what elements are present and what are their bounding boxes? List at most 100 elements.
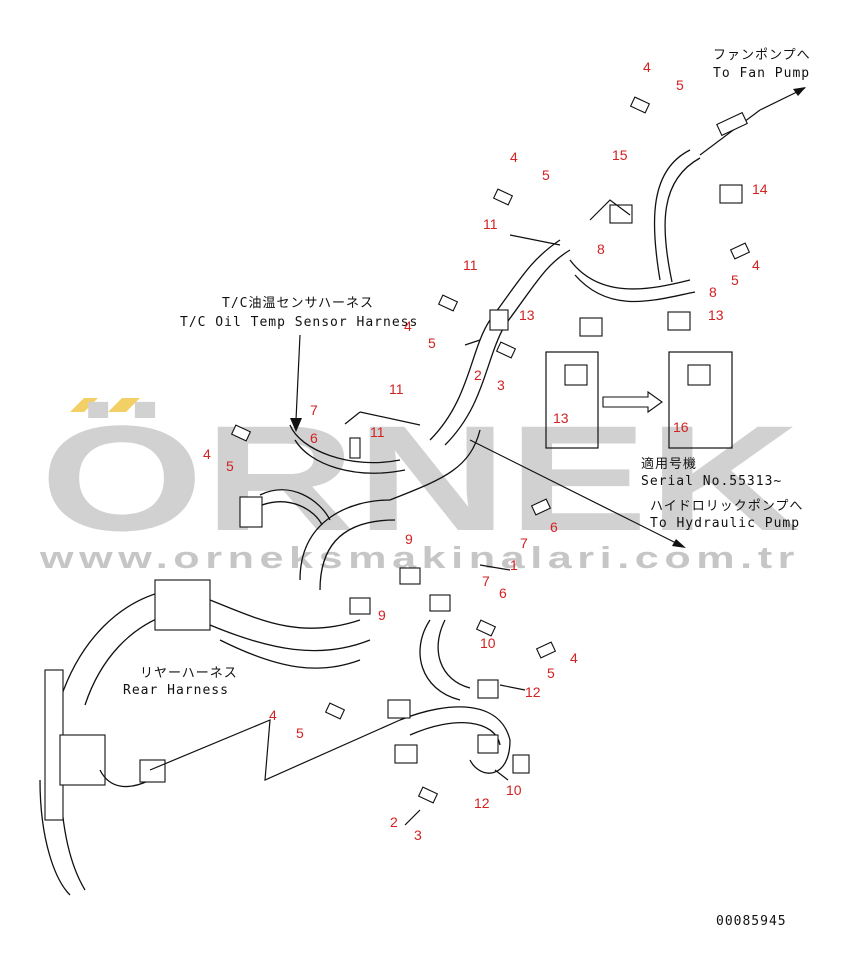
part-callouts: 4 5 4 5 15 14 11 8 4 5 8 11 13 13 4 5 2 … (203, 59, 768, 843)
callout-11: 11 (389, 381, 404, 397)
bolt-4g (324, 702, 346, 720)
drawing-number: 00085945 (716, 914, 787, 929)
callout-13: 13 (519, 307, 535, 323)
fan-line-riser (653, 149, 691, 281)
fan-line-lower (569, 259, 691, 290)
fan-line-riser-2 (664, 157, 701, 283)
harness-to-connector-a (209, 599, 361, 629)
callout-1: 1 (510, 557, 518, 573)
bolt-4d (437, 294, 459, 312)
harness-to-connector-c (219, 639, 361, 669)
callout-15: 15 (612, 147, 628, 163)
callout-8: 8 (709, 284, 717, 300)
callout-10: 10 (506, 782, 522, 798)
hyd-pump-en-label: To Hydraulic Pump (650, 516, 800, 531)
central-pipe-b (319, 519, 396, 591)
clamp-13c (564, 364, 588, 386)
rear-harness-jp-label: リヤーハーネス (140, 666, 238, 681)
central-pipe-a (299, 499, 391, 581)
watermark-accent-right (108, 398, 140, 412)
callout-7: 7 (310, 402, 318, 418)
bolt-6b (530, 498, 552, 516)
fan-pump-jp-label: ファンポンプへ (713, 48, 811, 63)
callout-leaders (344, 199, 631, 826)
lower-hose-e (469, 739, 511, 774)
hyd-pump-leader (469, 439, 681, 546)
rear-harness-lower-a (39, 779, 71, 896)
callout-4: 4 (510, 149, 518, 165)
fan-line-tail (699, 109, 761, 156)
callout-8: 8 (597, 241, 605, 257)
harness-drawing (39, 87, 806, 896)
bolts (230, 96, 751, 804)
callout-5: 5 (731, 272, 739, 288)
hose-2-upper-left (489, 239, 561, 321)
hose-2-sleeve (489, 309, 509, 331)
bolt-4a (629, 96, 651, 114)
tc-harness-a (289, 424, 401, 464)
callout-4: 4 (752, 257, 760, 273)
hose-2-right (444, 324, 506, 446)
clamp-9a (399, 567, 421, 585)
harness-to-connector-b (209, 624, 371, 652)
callout-5: 5 (428, 335, 436, 351)
callout-2: 2 (390, 814, 398, 830)
watermark-accent-left (70, 398, 98, 412)
central-pipe-c (389, 429, 481, 501)
watermark: ÖRNEK www.orneksmakinalari.com.tr (39, 394, 800, 575)
tc-sensor-jp-label: T/C油温センサハーネス (222, 296, 374, 311)
callout-6: 6 (310, 430, 318, 446)
labels: ファンポンプへ To Fan Pump T/C油温センサハーネス T/C Oil… (123, 48, 811, 929)
clamp-13b (667, 311, 691, 331)
callout-4: 4 (643, 59, 651, 75)
rear-clamp (59, 734, 106, 786)
fan-line-fitting (716, 111, 748, 137)
tc-sensor-en-label: T/C Oil Temp Sensor Harness (180, 315, 418, 330)
callout-6: 6 (550, 519, 558, 535)
callout-4: 4 (404, 318, 412, 334)
callout-4: 4 (570, 650, 578, 666)
bolt-4c (729, 242, 751, 260)
clamp-lower-left-2 (394, 744, 418, 764)
hose-2-left (429, 319, 491, 441)
hyd-pump-arrow (672, 539, 686, 548)
clamp-15 (609, 204, 633, 224)
lower-cap (512, 754, 530, 774)
bolt-4f (535, 641, 557, 659)
callout-7: 7 (520, 535, 528, 551)
bolt-4b (492, 188, 514, 206)
callout-11: 11 (370, 424, 385, 440)
rear-harness-en-label: Rear Harness (123, 683, 229, 698)
callout-12: 12 (474, 795, 490, 811)
sensor-lead-a (259, 489, 331, 521)
serial-en-label: Serial No.55313~ (641, 474, 782, 489)
callout-3: 3 (497, 377, 505, 393)
callout-10: 10 (480, 635, 496, 651)
sensor-body (239, 496, 263, 528)
callout-13: 13 (708, 307, 724, 323)
rear-connector (139, 759, 166, 783)
replacement-arrow (602, 390, 663, 414)
tc-harness-leader (295, 334, 301, 421)
callout-5: 5 (296, 725, 304, 741)
rear-harness-cable-outer (59, 589, 171, 701)
fan-pump-arrow-head (793, 87, 806, 96)
callout-16: 16 (673, 419, 689, 435)
bolt-6c (475, 619, 497, 637)
tc-harness-b (294, 439, 406, 474)
callout-5: 5 (542, 167, 550, 183)
callout-13: 13 (553, 410, 569, 426)
bolt-2b (417, 786, 439, 804)
callout-5: 5 (676, 77, 684, 93)
sensor-lead-b (261, 501, 323, 526)
rear-harness-leader (149, 719, 401, 781)
watermark-brand: ÖRNEK (40, 394, 800, 562)
callout-9: 9 (405, 531, 413, 547)
fan-line-lower-2 (574, 274, 696, 303)
detail-box-13 (545, 351, 599, 449)
clamp-lower-left (387, 699, 411, 719)
callout-5: 5 (547, 665, 555, 681)
main-connector-block (154, 579, 211, 631)
